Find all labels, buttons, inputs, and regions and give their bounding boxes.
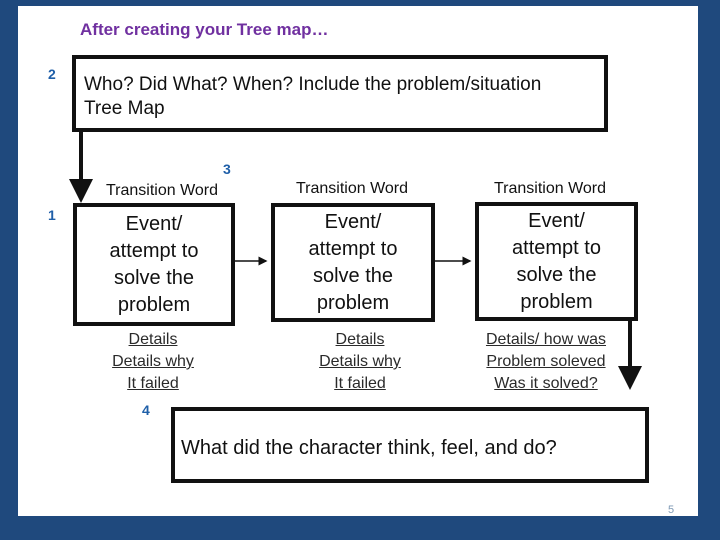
event-text-1: Event/ attempt to solve the problem [109, 212, 199, 316]
details-line: Was it solved? [494, 375, 598, 392]
details-line: Details [128, 331, 178, 348]
event-box-3: Event/ attempt to solve the problem [475, 202, 638, 321]
think-feel-do-text: What did the character think, feel, and … [181, 437, 557, 459]
details-line: Details why [319, 353, 401, 370]
details-line: Details [335, 331, 385, 348]
details-list-1: Details Details why It failed [88, 329, 218, 395]
event-box-1: Event/ attempt to solve the problem [73, 203, 235, 326]
details-list-3: Details/ how was Problem soleved Was it … [468, 329, 624, 395]
who-did-what-box: Who? Did What? When? Include the problem… [72, 55, 608, 132]
tree-map-text: Tree Map [84, 98, 165, 119]
step-number-3: 3 [223, 161, 231, 177]
details-list-2: Details Details why It failed [295, 329, 425, 395]
slide-number: 5 [668, 504, 675, 516]
event-text-2: Event/ attempt to solve the problem [308, 210, 398, 314]
details-line: It failed [334, 375, 386, 392]
transition-word-3: Transition Word [493, 180, 607, 197]
flow-arrows [69, 132, 642, 390]
event-text-3: Event/ attempt to solve the problem [512, 209, 601, 313]
think-feel-do-box: What did the character think, feel, and … [171, 407, 649, 483]
event-box-2: Event/ attempt to solve the problem [271, 203, 435, 322]
details-line: Details why [112, 353, 194, 370]
transition-word-2: Transition Word [295, 180, 409, 197]
step-number-1: 1 [48, 207, 56, 223]
step-number-2: 2 [48, 66, 56, 82]
slide-title: After creating your Tree map… [80, 20, 329, 39]
who-did-what-text: Who? Did What? When? Include the problem… [84, 74, 542, 95]
details-line: Details/ how was [485, 331, 607, 348]
step-number-4: 4 [142, 402, 150, 418]
slide: After creating your Tree map… 2 Who? Did… [18, 6, 698, 516]
details-line: Problem soleved [486, 353, 606, 370]
transition-word-1: Transition Word [105, 182, 219, 199]
details-line: It failed [127, 375, 179, 392]
